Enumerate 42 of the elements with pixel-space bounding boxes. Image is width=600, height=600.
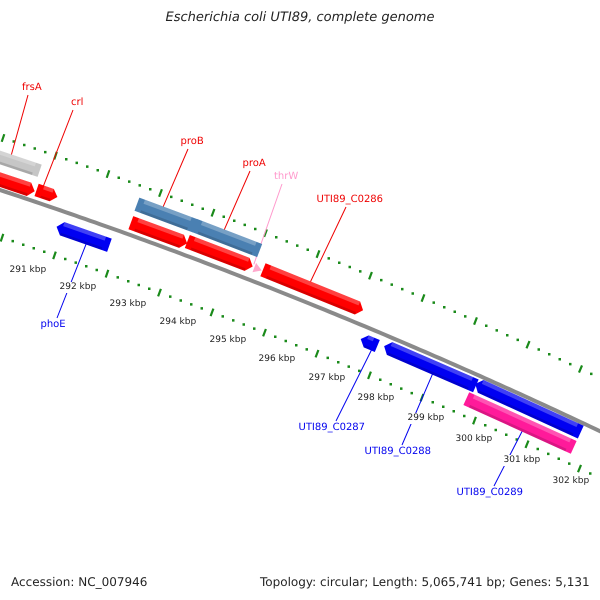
scale-label: 297 kbp (308, 373, 346, 384)
footer-note: Accession: NC_007946 (10, 575, 148, 589)
gene-label: proB (180, 136, 204, 148)
scale-label: 291 kbp (8, 265, 48, 276)
gene-feature (358, 332, 380, 352)
gene-feature (381, 340, 479, 392)
gene-feature (34, 183, 60, 203)
leader-line (336, 348, 373, 422)
feature-bar (134, 198, 198, 232)
gene-feature (260, 263, 366, 317)
scale-label: 295 kbp (208, 335, 248, 346)
scale-label: 292 kbp (58, 282, 98, 293)
scale-label: 301 kbp (502, 455, 542, 466)
leader-line (42, 110, 74, 188)
leader-line (223, 170, 250, 232)
gene-label: crl (71, 97, 84, 109)
footer-note: Topology: circular; Length: 5,065,741 bp; Genes: 5,131 (259, 575, 591, 589)
title: Escherichia coli UTI89, complete genome (166, 10, 434, 25)
leader-line (10, 94, 28, 156)
scale-label: 302 kbp (552, 476, 590, 487)
gene-label: UTI89_C0288 (364, 446, 432, 458)
feature-bar (192, 218, 262, 258)
scale-label: 299 kbp (406, 413, 446, 424)
leader-line (253, 184, 282, 265)
scale-label: 294 kbp (158, 317, 198, 328)
leader-line (309, 206, 346, 284)
feature-bar (0, 148, 42, 176)
scale-label: 298 kbp (356, 393, 396, 404)
scale-label: 293 kbp (108, 299, 148, 310)
gene-label: phoE (40, 319, 66, 331)
scale-label: 300 kbp (454, 434, 494, 445)
gene-label: UTI89_C0286 (316, 194, 384, 206)
gene-feature (54, 220, 112, 252)
gene-label: UTI89_C0287 (298, 422, 366, 434)
gene-label: proA (242, 158, 266, 170)
gene-feature (128, 216, 190, 250)
gene-label: frsA (22, 82, 42, 94)
gene-feature (184, 234, 256, 274)
gene-label: UTI89_C0289 (456, 487, 524, 499)
gene-label: thrW (274, 171, 298, 183)
leader-line (162, 148, 188, 209)
scale-label: 296 kbp (258, 354, 296, 365)
